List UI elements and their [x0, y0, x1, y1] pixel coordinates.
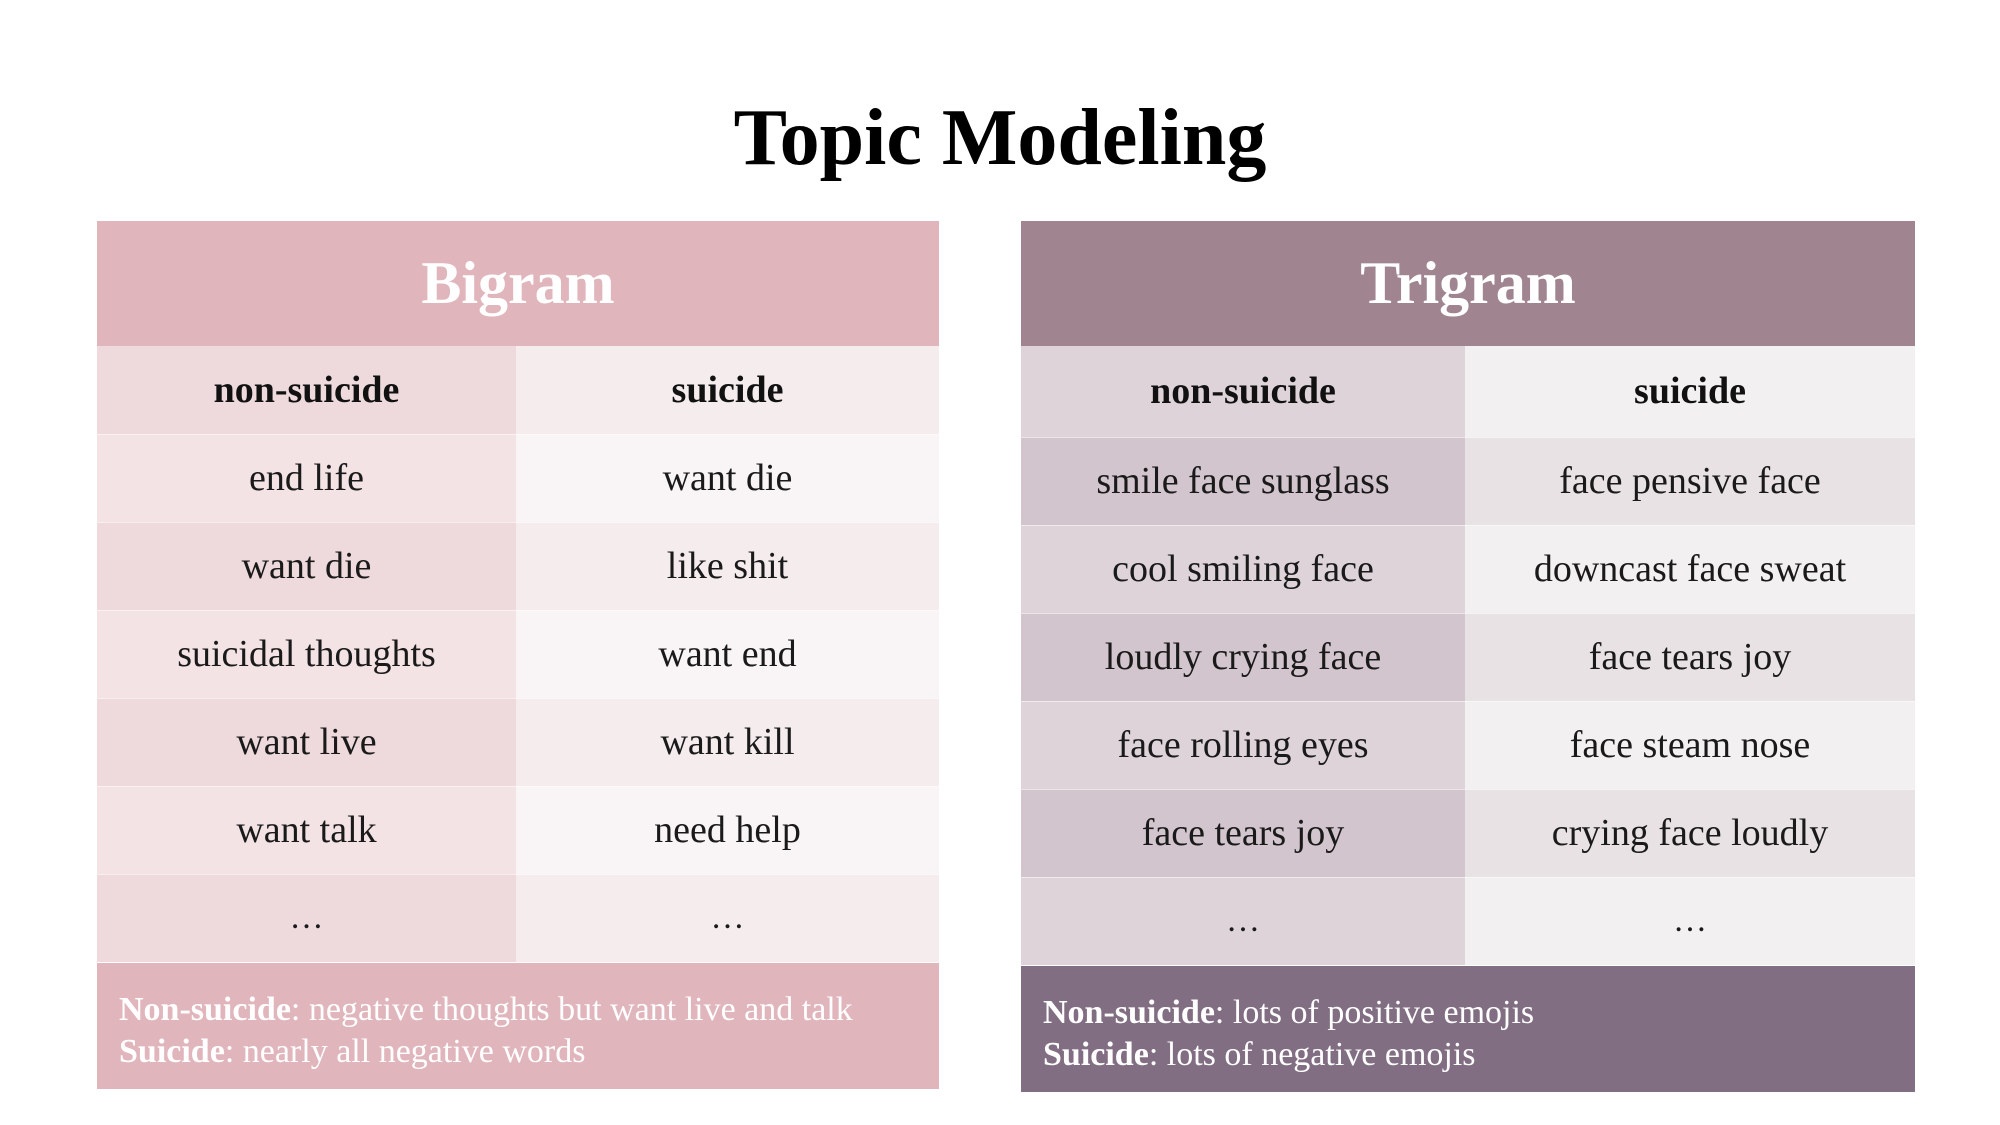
- bigram-cell: want kill: [516, 698, 939, 787]
- table-row: end life want die: [97, 434, 939, 523]
- trigram-panel: Trigram non-suicide suicide smile face s…: [1021, 221, 1915, 1092]
- bigram-cell: want die: [97, 522, 516, 611]
- table-row: cool smiling face downcast face sweat: [1021, 525, 1915, 614]
- trigram-cell: face pensive face: [1465, 437, 1915, 526]
- table-row: face rolling eyes face steam nose: [1021, 701, 1915, 790]
- trigram-footer-line2: Suicide: lots of negative emojis: [1043, 1034, 1915, 1076]
- trigram-col1-header: non-suicide: [1021, 346, 1465, 438]
- bigram-col2-header: suicide: [516, 346, 939, 435]
- table-row: … …: [1021, 877, 1915, 966]
- footer-text: : nearly all negative words: [224, 1032, 586, 1070]
- bigram-cell: …: [516, 874, 939, 963]
- trigram-cell: …: [1465, 877, 1915, 966]
- footer-text: : negative thoughts but want live and ta…: [290, 990, 853, 1028]
- bigram-cell: want talk: [97, 786, 516, 875]
- trigram-cell: face tears joy: [1021, 789, 1465, 878]
- bigram-cell: need help: [516, 786, 939, 875]
- bigram-col1-header: non-suicide: [97, 346, 516, 435]
- trigram-cell: downcast face sweat: [1465, 525, 1915, 614]
- trigram-header: Trigram: [1021, 221, 1915, 346]
- table-header-row: non-suicide suicide: [97, 346, 939, 435]
- bigram-cell: want end: [516, 610, 939, 699]
- bigram-cell: like shit: [516, 522, 939, 611]
- bigram-footer: Non-suicide: negative thoughts but want …: [97, 962, 939, 1089]
- bigram-footer-line1: Non-suicide: negative thoughts but want …: [119, 989, 939, 1031]
- footer-label: Suicide: [119, 1032, 225, 1070]
- trigram-footer: Non-suicide: lots of positive emojis Sui…: [1021, 965, 1915, 1092]
- trigram-table: non-suicide suicide smile face sunglass …: [1021, 346, 1915, 966]
- table-row: want talk need help: [97, 786, 939, 875]
- bigram-header: Bigram: [97, 221, 939, 346]
- trigram-col2-header: suicide: [1465, 346, 1915, 438]
- footer-text: : lots of positive emojis: [1214, 993, 1535, 1031]
- bigram-table: non-suicide suicide end life want die wa…: [97, 346, 939, 963]
- bigram-footer-line2: Suicide: nearly all negative words: [119, 1031, 939, 1073]
- trigram-cell: loudly crying face: [1021, 613, 1465, 702]
- footer-text: : lots of negative emojis: [1148, 1035, 1476, 1073]
- bigram-cell: end life: [97, 434, 516, 523]
- footer-label: Suicide: [1043, 1035, 1149, 1073]
- trigram-cell: …: [1021, 877, 1465, 966]
- trigram-cell: cool smiling face: [1021, 525, 1465, 614]
- table-row: want live want kill: [97, 698, 939, 787]
- footer-label: Non-suicide: [1043, 993, 1215, 1031]
- page-title: Topic Modeling: [733, 94, 1267, 182]
- table-row: suicidal thoughts want end: [97, 610, 939, 699]
- table-header-row: non-suicide suicide: [1021, 346, 1915, 438]
- table-row: loudly crying face face tears joy: [1021, 613, 1915, 702]
- trigram-footer-line1: Non-suicide: lots of positive emojis: [1043, 992, 1915, 1034]
- table-row: want die like shit: [97, 522, 939, 611]
- bigram-panel: Bigram non-suicide suicide end life want…: [97, 221, 939, 1089]
- bigram-cell: want live: [97, 698, 516, 787]
- bigram-cell: want die: [516, 434, 939, 523]
- trigram-cell: face steam nose: [1465, 701, 1915, 790]
- trigram-cell: face rolling eyes: [1021, 701, 1465, 790]
- trigram-cell: smile face sunglass: [1021, 437, 1465, 526]
- footer-label: Non-suicide: [119, 990, 291, 1028]
- table-row: smile face sunglass face pensive face: [1021, 437, 1915, 526]
- table-row: face tears joy crying face loudly: [1021, 789, 1915, 878]
- table-row: … …: [97, 874, 939, 963]
- bigram-cell: suicidal thoughts: [97, 610, 516, 699]
- bigram-cell: …: [97, 874, 516, 963]
- trigram-cell: crying face loudly: [1465, 789, 1915, 878]
- trigram-cell: face tears joy: [1465, 613, 1915, 702]
